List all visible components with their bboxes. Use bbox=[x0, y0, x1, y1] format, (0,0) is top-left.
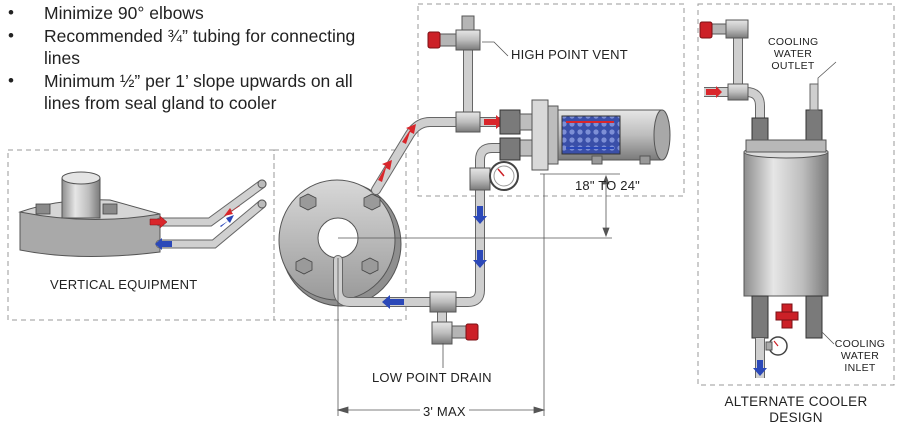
cooling-water-outlet-label: COOLING WATER OUTLET bbox=[768, 36, 818, 72]
vertical-equipment-label: VERTICAL EQUIPMENT bbox=[50, 277, 198, 292]
vertical-equipment-illustration bbox=[18, 171, 267, 258]
distance-label: 18" TO 24" bbox=[575, 178, 640, 193]
pipe-tees bbox=[429, 111, 491, 313]
flange-frame bbox=[273, 149, 407, 321]
low-point-drain-valve bbox=[431, 321, 479, 345]
alternate-cooler-frame bbox=[697, 3, 895, 386]
max-distance-label: 3' MAX bbox=[420, 404, 469, 419]
label-line: COOLING bbox=[768, 36, 819, 48]
low-point-drain-label: LOW POINT DRAIN bbox=[372, 370, 492, 385]
alternate-cooler-illustration bbox=[699, 19, 837, 378]
cooling-water-inlet-label: COOLING WATER INLET bbox=[834, 338, 886, 374]
seal-cooler bbox=[499, 99, 671, 171]
label-line: WATER bbox=[840, 350, 880, 362]
cooler-frame bbox=[417, 3, 685, 197]
guideline-item: Minimum ½” per 1’ slope upwards on all l… bbox=[6, 70, 376, 115]
pressure-gauge-icon bbox=[489, 161, 519, 191]
label-line: COOLING bbox=[834, 338, 886, 350]
high-point-vent-valve bbox=[427, 15, 481, 51]
label-line: WATER bbox=[773, 48, 813, 60]
label-line: DESIGN bbox=[769, 410, 823, 425]
flow-arrows bbox=[378, 115, 504, 309]
label-line: OUTLET bbox=[771, 60, 815, 72]
guideline-item: Recommended ¾” tubing for connecting lin… bbox=[6, 25, 376, 70]
dashed-frames bbox=[7, 3, 895, 386]
high-point-vent-label: HIGH POINT VENT bbox=[511, 47, 628, 62]
guideline-list: Minimize 90° elbows Recommended ¾” tubin… bbox=[6, 2, 376, 115]
vertical-equipment-frame bbox=[7, 149, 275, 321]
guideline-item: Minimize 90° elbows bbox=[6, 2, 376, 25]
label-line: ALTERNATE COOLER bbox=[724, 394, 868, 409]
alternate-cooler-design-label: ALTERNATE COOLER DESIGN bbox=[716, 394, 876, 426]
label-line: INLET bbox=[844, 362, 876, 374]
